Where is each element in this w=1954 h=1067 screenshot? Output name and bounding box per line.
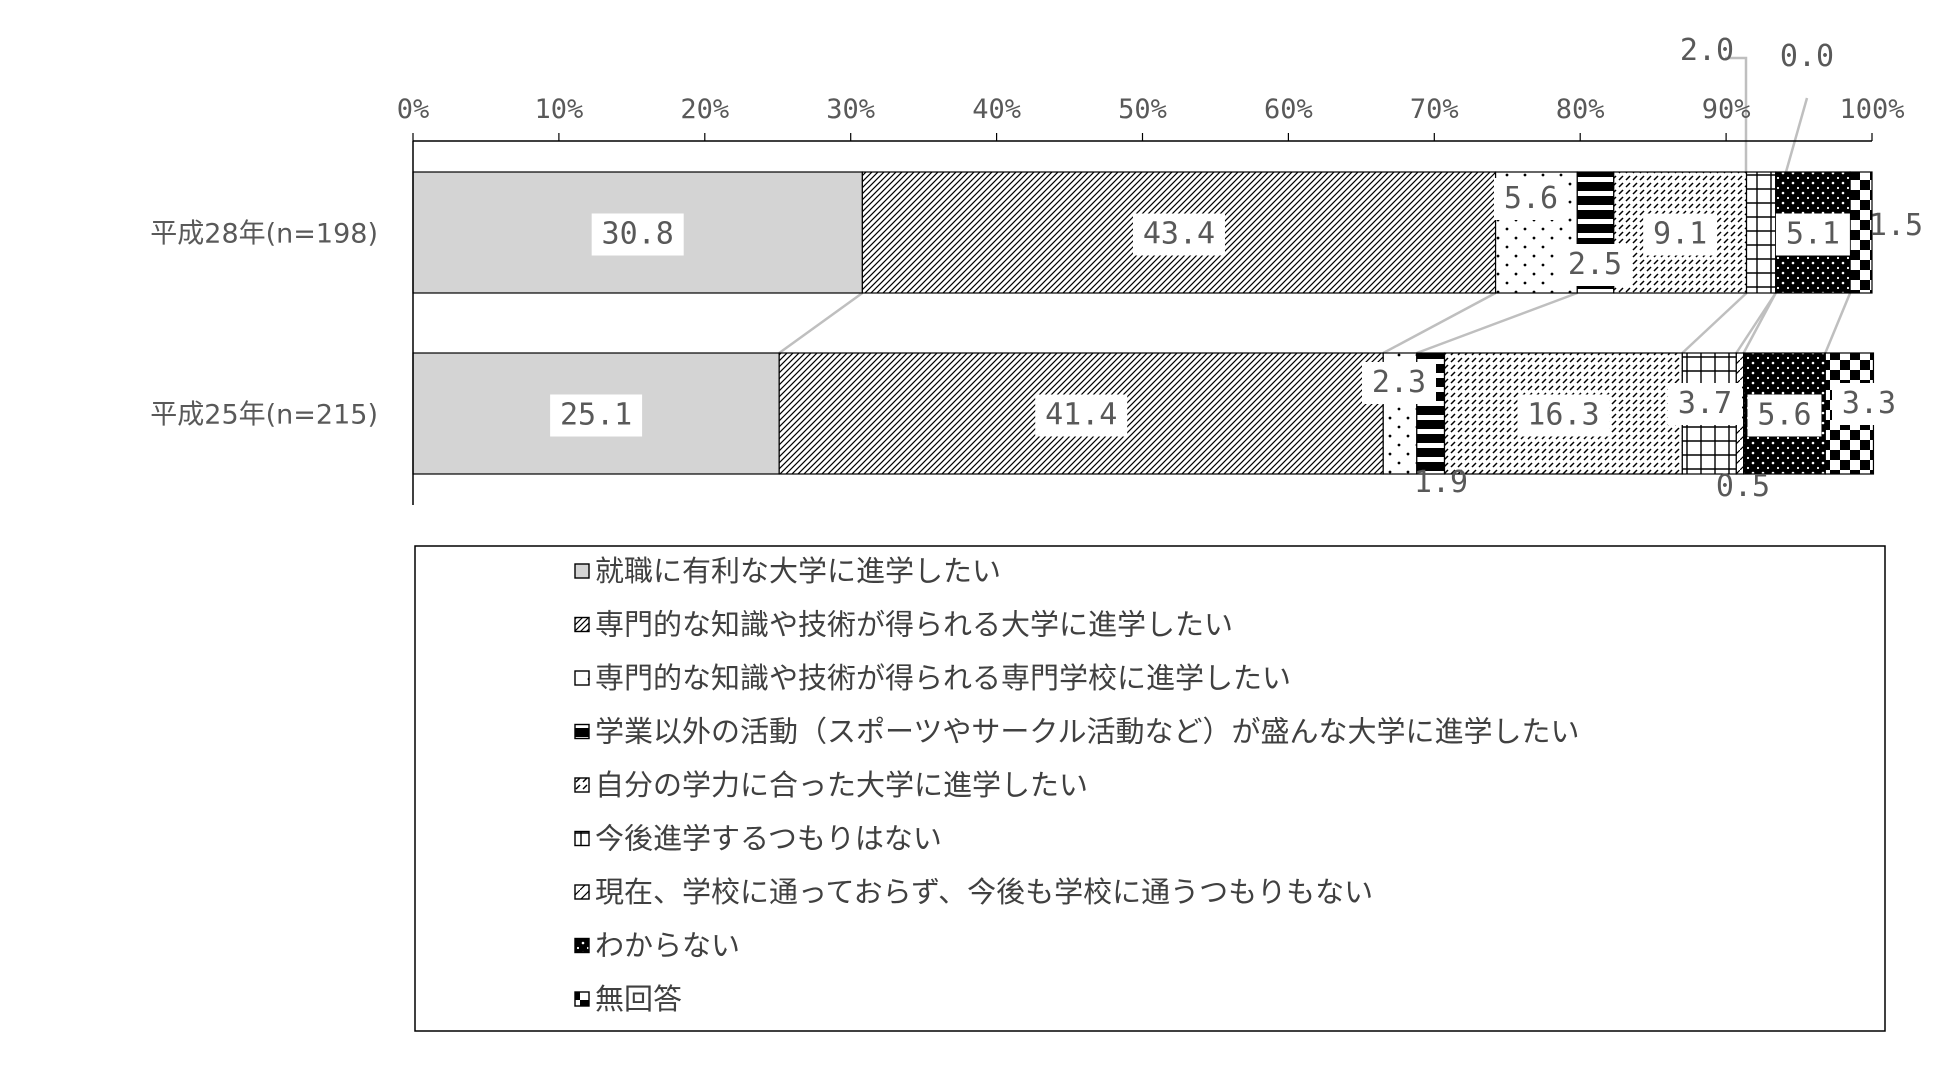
- data-label-box: [1132, 213, 1225, 256]
- legend-label: わからない: [595, 929, 740, 963]
- legend-box: [414, 545, 1886, 1032]
- series-line: [1742, 292, 1777, 354]
- data-label-box: [1668, 383, 1742, 425]
- data-label: 1.9: [1414, 465, 1468, 500]
- data-label: 1.5: [1869, 208, 1923, 243]
- data-label-box: [1494, 178, 1568, 220]
- legend-label: 専門的な知識や技術が得られる大学に進学したい: [595, 608, 1233, 642]
- legend-label: 現在、学校に通っておらず、今後も学校に通うつもりもない: [595, 875, 1373, 909]
- category-label: 平成25年(n=215): [150, 400, 378, 431]
- data-label: 43.4: [1143, 217, 1215, 252]
- data-label-box: [1517, 394, 1610, 437]
- legend-label: 専門的な知識や技術が得られる専門学校に進学したい: [595, 661, 1291, 695]
- series-line: [1382, 291, 1497, 355]
- series-line: [1824, 292, 1852, 354]
- callout-line: [1784, 97, 1809, 173]
- data-label: 30.8: [602, 217, 674, 252]
- legend-label: 今後進学するつもりはない: [595, 822, 942, 856]
- bar-segment: [1849, 171, 1873, 294]
- callout-line: [1725, 56, 1748, 172]
- data-label: 16.3: [1527, 398, 1599, 433]
- legend: 就職に有利な大学に進学したい専門的な知識や技術が得られる大学に進学したい専門的な…: [414, 545, 1886, 1032]
- x-tick-label: 70%: [1410, 94, 1459, 125]
- data-label: 5.1: [1786, 217, 1840, 252]
- legend-swatch: [574, 937, 590, 954]
- data-label: 41.4: [1045, 398, 1117, 433]
- x-tick-label: 60%: [1264, 94, 1313, 125]
- data-label: 2.3: [1372, 365, 1426, 400]
- data-label: 5.6: [1504, 181, 1558, 216]
- x-tick-label: 20%: [680, 94, 729, 125]
- legend-label: 自分の学力に合った大学に進学したい: [595, 768, 1088, 802]
- data-label: 3.3: [1842, 386, 1896, 421]
- x-tick-label: 40%: [972, 94, 1021, 125]
- bar-segment: [1745, 171, 1777, 294]
- legend-swatch: [574, 991, 590, 1007]
- legend-label: 学業以外の活動（スポーツやサークル活動など）が盛んな大学に進学したい: [595, 715, 1580, 749]
- data-label-box: [591, 213, 684, 256]
- data-label-box: [1035, 394, 1128, 437]
- x-tick-label: 30%: [826, 94, 875, 125]
- data-label-box: [1775, 213, 1850, 256]
- series-line: [1416, 291, 1578, 355]
- data-labels: 30.8 43.4 5.6 2.5 9.1 2.0 0.0 5.1 1.5 25.1 41.4 2.3…: [550, 33, 1923, 504]
- axis: 0% 10% 20% 30% 40% 50% 60% 70% 80% 90% 100% 平成28年(n…: [150, 94, 1905, 505]
- x-tick-label: 0%: [397, 94, 430, 125]
- legend-label: 無回答: [595, 982, 682, 1016]
- data-label-box: [1643, 213, 1718, 256]
- category-label: 平成28年(n=198): [150, 219, 378, 250]
- legend-swatch: [574, 670, 590, 686]
- legend-swatch: [574, 563, 590, 579]
- x-tick-label: 50%: [1118, 94, 1167, 125]
- data-label-box: [1558, 244, 1632, 286]
- legend-swatch: [574, 777, 590, 793]
- x-tick-label: 90%: [1702, 94, 1751, 125]
- x-tick-label: 100%: [1839, 94, 1904, 125]
- data-label: 2.5: [1568, 247, 1622, 282]
- x-tick-label: 10%: [535, 94, 584, 125]
- data-label: 5.6: [1757, 398, 1811, 433]
- data-label: 0.5: [1716, 469, 1770, 504]
- series-line: [1681, 292, 1748, 354]
- legend-swatch: [574, 723, 590, 740]
- series-line: [778, 291, 864, 355]
- data-label-box: [1362, 362, 1436, 404]
- data-label-box: [1747, 394, 1822, 437]
- x-tick-label: 80%: [1556, 94, 1605, 125]
- data-label-box: [550, 394, 643, 437]
- bar-segment: [1613, 171, 1748, 294]
- data-label: 0.0: [1780, 39, 1834, 74]
- leader-lines: [778, 56, 1852, 355]
- data-label: 2.0: [1680, 33, 1734, 68]
- legend-swatch: [574, 830, 590, 847]
- data-label: 25.1: [560, 398, 632, 433]
- data-label: 9.1: [1653, 217, 1707, 252]
- data-label-box: [1832, 383, 1906, 425]
- legend-swatch: [574, 616, 590, 633]
- legend-swatch: [574, 884, 590, 900]
- data-label: 3.7: [1678, 386, 1732, 421]
- legend-label: 就職に有利な大学に進学したい: [595, 554, 1001, 588]
